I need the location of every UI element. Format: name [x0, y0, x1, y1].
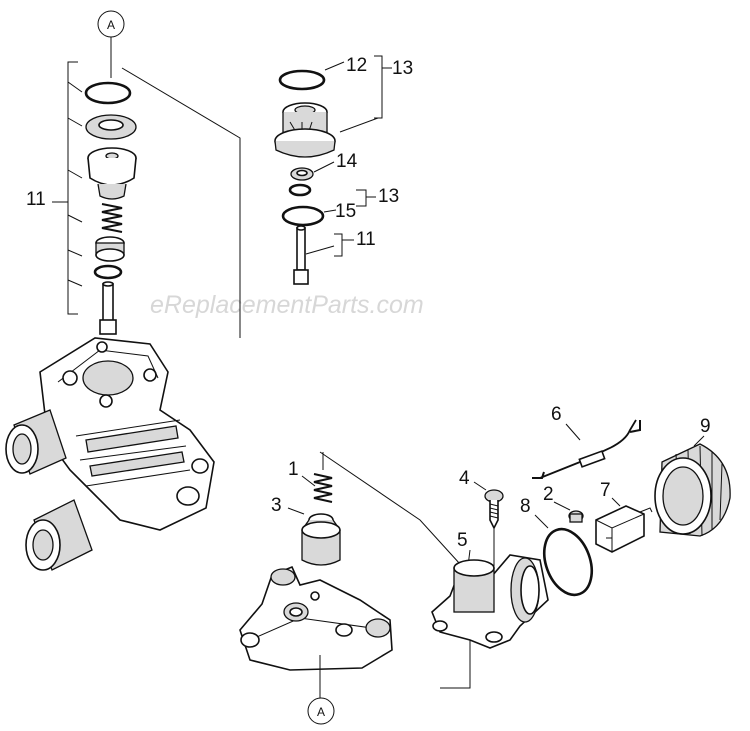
- o-ring-12: [278, 69, 326, 91]
- leader-line: [313, 161, 335, 173]
- tick: [67, 117, 83, 127]
- callout-11-right: 11: [356, 229, 376, 250]
- callout-15: 15: [335, 201, 356, 222]
- spring-1: [313, 473, 333, 503]
- tick: [67, 249, 83, 257]
- o-ring-small-14: [288, 183, 312, 197]
- o-ring-15: [281, 205, 325, 227]
- callout-a-bottom-circle: [307, 697, 335, 725]
- leader-line: [287, 507, 305, 515]
- leader-line: [693, 435, 705, 447]
- callout-13-mid: 13: [378, 186, 399, 207]
- bracket-11-left: [67, 61, 78, 315]
- callout-14: 14: [336, 151, 358, 172]
- leader-line: [565, 423, 581, 441]
- connector-line-top: [121, 67, 241, 338]
- valve-pin: [102, 283, 114, 323]
- callout-a-top-label: A: [107, 18, 115, 32]
- valve-plate: [239, 565, 393, 671]
- callout-7: 7: [600, 480, 611, 501]
- o-ring-8: [542, 527, 594, 597]
- bracket-11-right: [334, 233, 343, 257]
- o-ring-top: [84, 81, 132, 105]
- pump-head: [5, 337, 215, 571]
- callout-8: 8: [520, 496, 531, 517]
- o-ring-small: [93, 264, 123, 280]
- leader-line: [473, 481, 487, 491]
- callout-9: 9: [700, 416, 711, 437]
- leader-line: [534, 514, 549, 529]
- leader-line: [611, 497, 621, 507]
- leader-line: [324, 61, 345, 71]
- valve-pin-right: [296, 227, 306, 271]
- right-valve-stack: 12 13 14 15 13 11: [274, 55, 413, 285]
- callout-3: 3: [271, 495, 282, 516]
- callout-2: 2: [543, 484, 554, 505]
- leader-line: [301, 475, 316, 487]
- callout-13-top: 13: [392, 58, 413, 79]
- tick: [67, 279, 83, 287]
- tick: [67, 169, 83, 179]
- microswitch-7: [595, 505, 645, 553]
- switch-housing-assembly: 4 5 8 2 6 7: [431, 404, 731, 649]
- spring: [101, 203, 123, 233]
- callout-12: 12: [346, 55, 367, 76]
- bracket-13-top: [374, 55, 383, 119]
- tick: [67, 214, 83, 223]
- pump-head-bore: [82, 360, 134, 396]
- callout-11-left: 11: [26, 189, 46, 210]
- leader-line: [553, 501, 571, 511]
- left-valve-stack: A 11: [26, 10, 241, 338]
- callout-5: 5: [457, 530, 468, 551]
- leader-line: [323, 209, 337, 213]
- leader-line: [339, 117, 379, 133]
- watermark-text: eReplacementParts.com: [150, 291, 424, 319]
- callout-6: 6: [551, 404, 562, 425]
- callout-1: 1: [288, 459, 299, 480]
- bracket-13-mid: [356, 189, 367, 207]
- callout-a-bottom-label: A: [317, 705, 325, 719]
- callout-4: 4: [459, 468, 470, 489]
- tick: [67, 81, 83, 93]
- bottom-plate-assembly: 1 3 A: [239, 451, 471, 725]
- wire-6: [539, 419, 637, 479]
